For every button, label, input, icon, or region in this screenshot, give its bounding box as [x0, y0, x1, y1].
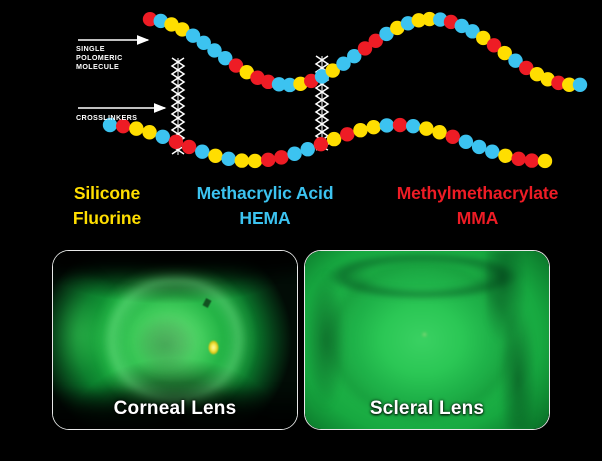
monomer-bead-yellow	[142, 125, 157, 140]
monomer-bead-red	[313, 137, 329, 152]
monomer-bead-red	[168, 134, 184, 149]
monomer-bead-red	[551, 75, 566, 91]
monomer-bead-red	[392, 117, 408, 133]
monomer-bead-red	[524, 153, 540, 168]
lens-panel-corneal: Corneal Lens	[52, 250, 298, 430]
monomer-bead-yellow	[476, 30, 491, 46]
monomer-bead-cyan	[287, 146, 302, 161]
corneal-pupil-shadow	[133, 315, 197, 373]
callout-label-single-polymeric-molecule: SINGLE POLOMERIC MOLECULE	[76, 44, 123, 72]
monomer-bead-red	[261, 74, 276, 90]
monomer-bead-yellow	[537, 153, 553, 169]
monomer-bead-yellow	[422, 11, 437, 27]
monomer-bead-yellow	[498, 148, 513, 163]
monomer-bead-yellow	[164, 17, 179, 32]
legend-item-methacrylic-acid-hema: Methacrylic Acid HEMA	[165, 181, 365, 231]
monomer-bead-cyan	[300, 142, 315, 157]
monomer-bead-yellow	[366, 119, 381, 135]
polymer-chains-svg	[78, 11, 588, 169]
scleral-right-edge-shadow	[485, 251, 545, 429]
caption-scleral-lens: Scleral Lens	[369, 398, 485, 419]
scleral-centre-highlight	[420, 331, 428, 339]
polymer-chain-upper	[142, 11, 588, 93]
monomer-bead-yellow	[325, 63, 340, 78]
monomer-bead-cyan	[347, 48, 362, 64]
corneal-bright-fluorescein-spot	[207, 340, 219, 355]
monomer-bead-cyan	[471, 139, 487, 155]
monomer-bead-cyan	[405, 118, 421, 134]
monomer-bead-yellow	[562, 77, 577, 92]
monomer-bead-cyan	[282, 77, 297, 93]
monomer-bead-yellow	[353, 123, 368, 138]
monomer-bead-yellow	[390, 20, 405, 36]
monomer-bead-yellow	[129, 121, 144, 136]
monomer-bead-cyan	[433, 12, 448, 27]
monomer-bead-red	[357, 41, 373, 56]
monomer-bead-cyan	[454, 18, 469, 34]
monomer-bead-yellow	[239, 65, 254, 80]
callout-label-crosslinkers: CROSSLINKERS	[76, 113, 138, 122]
monomer-bead-red	[486, 38, 502, 53]
legend-label-hema: HEMA	[239, 208, 291, 228]
legend-label-silicone: Silicone	[73, 183, 141, 203]
monomer-bead-cyan	[336, 56, 351, 71]
monomer-bead-yellow	[497, 45, 512, 61]
monomer-bead-red	[445, 129, 460, 144]
legend-item-silicone-fluorine: Silicone Fluorine	[42, 181, 172, 231]
monomer-bead-cyan	[195, 144, 210, 159]
monomer-bead-cyan	[271, 77, 287, 92]
monomer-bead-red	[368, 33, 383, 49]
legend-label-methylmethacrylate: Methylmethacrylate	[396, 183, 559, 203]
monomer-bead-cyan	[465, 24, 480, 39]
legend-label-mma: MMA	[456, 208, 499, 228]
monomer-bead-yellow	[175, 22, 190, 37]
legend-label-methacrylic-acid: Methacrylic Acid	[196, 183, 334, 203]
scleral-left-edge-shadow	[307, 258, 352, 422]
monomer-bead-red	[181, 139, 197, 155]
monomer-bead-yellow	[234, 153, 250, 168]
polymer-chain-lower	[102, 117, 553, 169]
monomer-bead-cyan	[379, 118, 395, 133]
monomer-bead-cyan	[379, 26, 394, 42]
legend-label-fluorine: Fluorine	[72, 208, 142, 228]
scleral-lens-photo	[305, 251, 549, 429]
lens-panel-scleral: Scleral Lens	[304, 250, 550, 430]
monomer-bead-cyan	[572, 77, 588, 93]
monomer-bead-cyan	[485, 144, 500, 159]
monomer-bead-red	[304, 73, 319, 89]
monomer-bead-cyan	[207, 43, 222, 58]
legend-item-methylmethacrylate-mma: Methylmethacrylate MMA	[355, 181, 600, 231]
monomer-bead-red	[115, 118, 131, 134]
monomer-bead-red	[260, 152, 276, 168]
monomer-bead-yellow	[247, 153, 263, 169]
monomer-bead-cyan	[185, 28, 201, 43]
monomer-bead-cyan	[458, 134, 474, 149]
monomer-bead-red	[142, 12, 158, 27]
monomer-bead-cyan	[102, 117, 118, 133]
monomer-bead-yellow	[529, 67, 545, 82]
monomer-bead-yellow	[432, 125, 447, 140]
monomer-bead-yellow	[326, 131, 342, 147]
caption-corneal-lens: Corneal Lens	[113, 398, 237, 419]
monomer-bead-red	[519, 60, 534, 76]
monomer-bead-red	[274, 150, 289, 165]
polymer-diagram: SINGLE POLOMERIC MOLECULE CROSSLINKERS	[0, 0, 602, 180]
monomer-bead-red	[228, 58, 244, 73]
monomer-bead-cyan	[221, 151, 236, 167]
corneal-lower-lid-shadow	[53, 386, 297, 429]
monomer-bead-cyan	[196, 35, 211, 50]
corneal-upper-lid-shadow	[53, 251, 297, 282]
monomer-bead-red	[340, 127, 355, 142]
monomer-bead-yellow	[419, 121, 434, 136]
corneal-lens-photo	[53, 251, 297, 429]
monomer-bead-cyan	[218, 50, 233, 66]
monomer-bead-yellow	[208, 148, 223, 163]
monomer-bead-cyan	[508, 53, 523, 68]
monomer-color-legend: Silicone Fluorine Methacrylic Acid HEMA …	[0, 181, 602, 243]
monomer-bead-yellow	[411, 13, 426, 28]
monomer-bead-cyan	[314, 69, 330, 84]
monomer-bead-red	[511, 151, 526, 167]
monomer-bead-cyan	[155, 129, 170, 144]
